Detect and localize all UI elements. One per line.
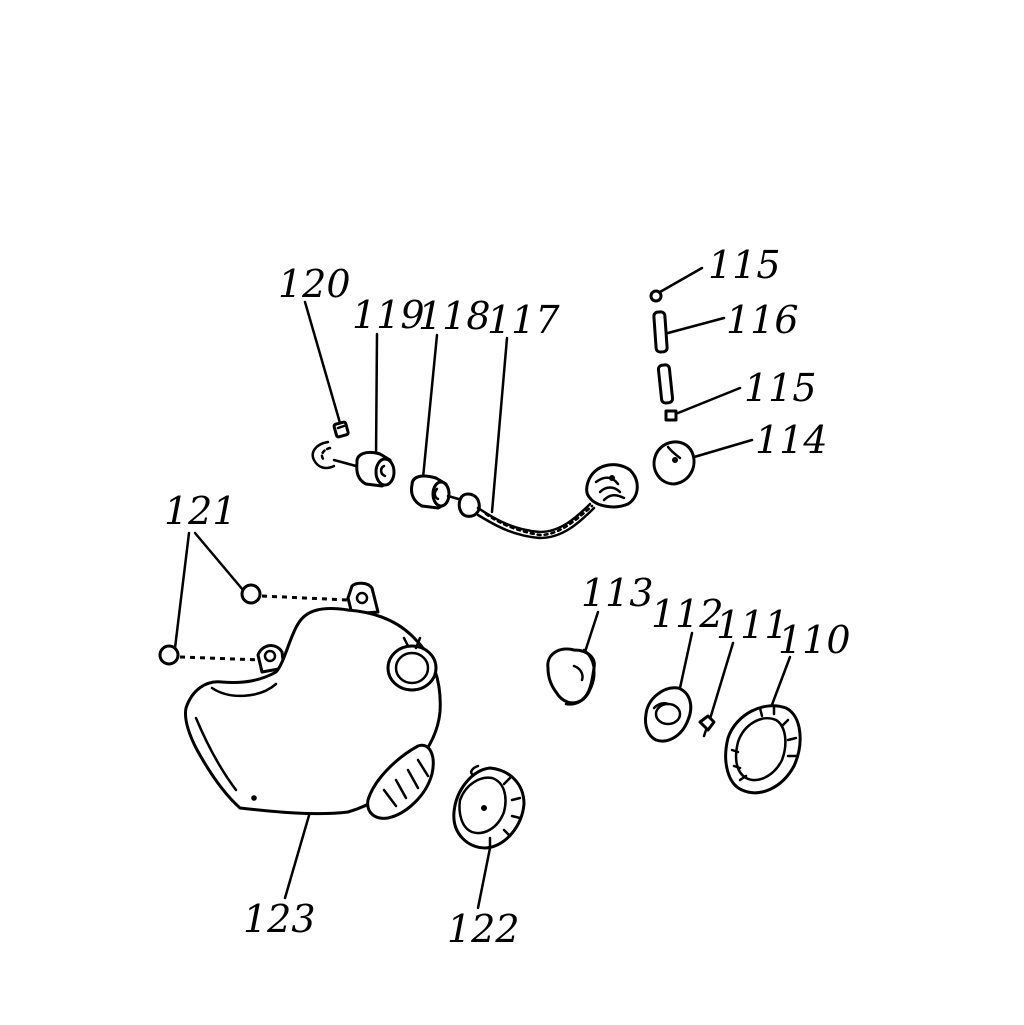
part-119-clip <box>311 440 396 488</box>
label-117: 117 <box>487 298 560 342</box>
part-118-plug <box>410 474 464 510</box>
part-110-ring <box>724 704 802 795</box>
label-116: 116 <box>726 298 799 342</box>
label-118: 118 <box>418 294 491 338</box>
part-117-fuel-line <box>457 463 639 540</box>
part-112-gasket <box>644 686 693 743</box>
label-119: 119 <box>352 293 425 337</box>
leader-lines <box>173 266 792 910</box>
part-113-strainer <box>546 647 596 706</box>
label-114: 114 <box>755 418 828 462</box>
part-122-cap <box>452 764 526 850</box>
part-120-nut <box>332 420 350 439</box>
part-115-square-bottom <box>664 409 678 422</box>
label-110: 110 <box>778 618 851 662</box>
label-113: 113 <box>581 571 654 615</box>
part-123-fuel-tank <box>184 581 442 820</box>
part-116-rods <box>652 310 675 405</box>
part-114-cap <box>652 440 696 486</box>
part-121-bolts <box>158 583 349 666</box>
label-121: 121 <box>164 489 237 533</box>
label-115-bottom: 115 <box>744 366 817 410</box>
label-120: 120 <box>278 262 351 306</box>
part-115-ball-top <box>649 289 663 303</box>
label-115-top: 115 <box>708 243 781 287</box>
label-112: 112 <box>651 592 724 636</box>
label-123: 123 <box>243 897 316 941</box>
label-111: 111 <box>716 603 789 647</box>
part-111-clip <box>698 714 716 738</box>
label-122: 122 <box>447 907 520 951</box>
